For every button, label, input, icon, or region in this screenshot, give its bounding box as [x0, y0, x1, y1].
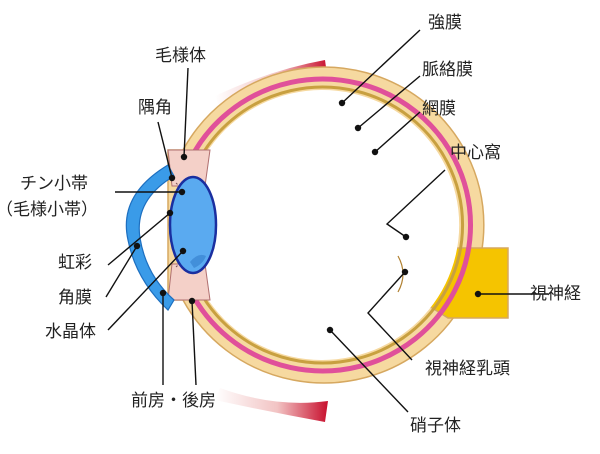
label-cornea: 角膜 [58, 288, 92, 308]
label-iris: 虹彩 [58, 253, 92, 273]
leader-sclera [341, 29, 421, 104]
leader-vitreous [329, 329, 409, 413]
leader-posterior [191, 300, 197, 386]
label-zonule: チン小帯 [20, 174, 88, 194]
label-vitreous: 硝子体 [410, 416, 461, 436]
leader-fovea [385, 169, 446, 238]
cornea [125, 164, 175, 311]
leader-lines [105, 29, 548, 413]
leader-optic-disc [367, 271, 413, 361]
leader-retina [374, 111, 421, 153]
vitreous-body [198, 89, 460, 360]
marker-dots [133, 99, 482, 334]
leader-choroid [357, 75, 421, 129]
label-sclera: 強膜 [428, 13, 462, 33]
label-optic-nerve: 視神経 [530, 284, 581, 304]
lens-highlight [190, 254, 206, 268]
choroid-layer [187, 76, 473, 374]
label-choroid: 脈絡膜 [422, 60, 473, 80]
retina-layer [194, 85, 464, 365]
label-optic-disc: 視神経乳頭 [425, 359, 510, 379]
label-lens: 水晶体 [45, 322, 96, 342]
label-fovea: 中心窩 [450, 143, 501, 163]
leader-cornea [105, 245, 138, 298]
leader-ciliary [183, 67, 189, 158]
leader-iris [107, 212, 171, 266]
label-zonule-alt: （毛様小帯） [0, 200, 98, 220]
lower-muscle [215, 388, 328, 422]
label-angle: 隅角 [138, 98, 172, 118]
label-chambers: 前房・後房 [131, 391, 216, 411]
leader-angle [157, 121, 173, 179]
label-ciliary-body: 毛様体 [155, 46, 206, 66]
label-retina: 網膜 [422, 99, 456, 119]
leader-lens [107, 250, 184, 331]
